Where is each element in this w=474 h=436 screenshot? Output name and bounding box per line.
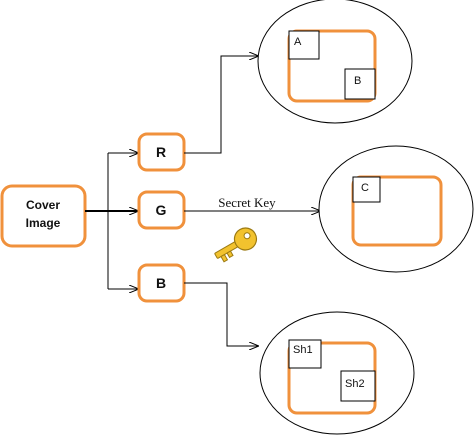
r-to-top-arrow [184, 56, 258, 154]
b-channel-node: B [137, 263, 186, 303]
r-channel-node: R [137, 132, 186, 172]
block-a: A [288, 30, 320, 60]
key-icon [214, 227, 258, 263]
cover-to-channels-connector [85, 153, 138, 289]
block-b: B [344, 68, 376, 100]
block-c: C [352, 176, 381, 203]
middle-circle: C [318, 145, 474, 273]
block-c-label: C [361, 182, 369, 194]
top-circle: A B [257, 0, 413, 124]
bottom-circle: Sh1 Sh2 [259, 311, 415, 435]
b-to-bottom-arrow [184, 282, 258, 346]
block-sh1-label: Sh1 [293, 344, 313, 356]
secret-key-label: Secret Key [218, 195, 276, 210]
r-channel-label: R [156, 144, 166, 160]
block-sh1: Sh1 [288, 339, 322, 369]
block-sh2-label: Sh2 [345, 378, 365, 390]
block-b-label: B [354, 75, 361, 87]
block-a-label: A [294, 36, 302, 48]
block-sh2: Sh2 [340, 370, 376, 402]
g-channel-node: G [137, 190, 186, 230]
cover-image-node: Cover Image [0, 184, 87, 248]
b-channel-label: B [156, 275, 166, 291]
cover-label-line1: Cover [26, 198, 60, 212]
cover-label-line2: Image [26, 216, 61, 230]
g-channel-label: G [156, 202, 167, 218]
